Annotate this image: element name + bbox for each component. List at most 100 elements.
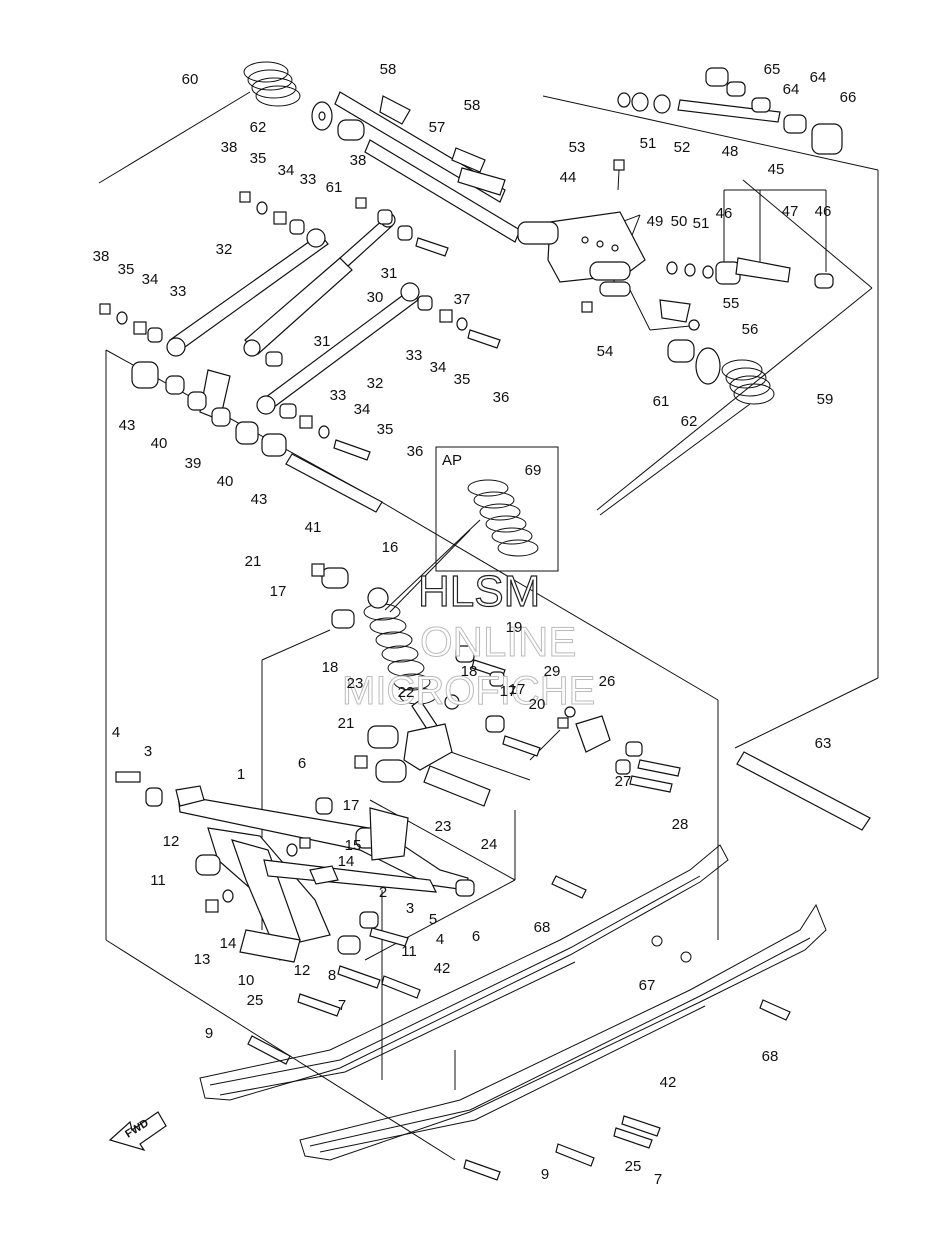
callout-40: 40	[151, 435, 168, 452]
parts-group: FWD	[98, 61, 871, 1181]
callout-1: 1	[237, 766, 245, 783]
callout-33: 33	[300, 171, 317, 188]
swing-arm	[175, 785, 469, 962]
callout-31: 31	[381, 265, 398, 282]
callout-25: 25	[247, 992, 264, 1009]
callout-13: 13	[194, 951, 211, 968]
callout-62: 62	[681, 413, 698, 430]
callout-14: 14	[338, 853, 355, 870]
callout-34: 34	[278, 162, 295, 179]
ap-inset-label: AP	[442, 452, 462, 469]
callout-42: 42	[434, 960, 451, 977]
callout-42: 42	[660, 1074, 677, 1091]
callout-46: 46	[815, 203, 832, 220]
callout-54: 54	[597, 343, 614, 360]
callout-63: 63	[815, 735, 832, 752]
callout-35: 35	[250, 150, 267, 167]
callout-43: 43	[119, 417, 136, 434]
callout-37: 37	[454, 291, 471, 308]
callout-14: 14	[220, 935, 237, 952]
callout-34: 34	[430, 359, 447, 376]
callout-38: 38	[221, 139, 238, 156]
callout-18: 18	[461, 663, 478, 680]
callout-17: 17	[500, 683, 517, 700]
callout-43: 43	[251, 491, 268, 508]
callout-64: 64	[783, 81, 800, 98]
callout-9: 9	[541, 1166, 549, 1183]
callout-68: 68	[762, 1048, 779, 1065]
callout-65: 65	[764, 61, 781, 78]
callout-61: 61	[653, 393, 670, 410]
callout-3: 3	[144, 743, 152, 760]
callout-17: 17	[270, 583, 287, 600]
callout-11: 11	[401, 943, 417, 960]
callout-6: 6	[298, 755, 306, 772]
callout-45: 45	[768, 161, 785, 178]
callout-58: 58	[380, 61, 397, 78]
callout-49: 49	[647, 213, 664, 230]
callout-57: 57	[429, 119, 446, 136]
callout-3: 3	[406, 900, 414, 917]
watermark-line-3: MICROFICHE	[342, 669, 595, 713]
callout-20: 20	[529, 696, 546, 713]
frame-lines	[105, 95, 879, 1161]
callout-38: 38	[350, 152, 367, 169]
callout-27: 27	[615, 773, 632, 790]
callout-9: 9	[205, 1025, 213, 1042]
callout-17: 17	[343, 797, 360, 814]
callout-36: 36	[493, 389, 510, 406]
callout-21: 21	[338, 715, 355, 732]
callout-52: 52	[674, 139, 691, 156]
callout-53: 53	[569, 139, 586, 156]
callout-34: 34	[142, 271, 159, 288]
callout-64: 64	[810, 69, 827, 86]
callout-61: 61	[326, 179, 343, 196]
callout-25: 25	[625, 1158, 642, 1175]
callout-10: 10	[238, 972, 255, 989]
callout-7: 7	[338, 997, 346, 1014]
callout-5: 5	[429, 911, 437, 928]
callout-22: 22	[398, 684, 415, 701]
ap-inset-box: AP	[435, 446, 559, 572]
callout-7: 7	[654, 1171, 662, 1188]
callout-66: 66	[840, 89, 857, 106]
callout-19: 19	[506, 619, 523, 636]
callout-18: 18	[322, 659, 339, 676]
callout-41: 41	[305, 519, 322, 536]
callout-39: 39	[185, 455, 202, 472]
callout-33: 33	[170, 283, 187, 300]
callout-26: 26	[599, 673, 616, 690]
callout-34: 34	[354, 401, 371, 418]
torsion-spring-left	[98, 61, 301, 184]
callout-29: 29	[544, 663, 561, 680]
callout-51: 51	[640, 135, 657, 152]
callout-47: 47	[782, 203, 799, 220]
callout-58: 58	[464, 97, 481, 114]
callout-23: 23	[435, 818, 452, 835]
callout-56: 56	[742, 321, 759, 338]
callout-48: 48	[722, 143, 739, 160]
callout-50: 50	[671, 213, 688, 230]
callout-36: 36	[407, 443, 424, 460]
callout-8: 8	[328, 967, 336, 984]
callout-68: 68	[534, 919, 551, 936]
callout-12: 12	[163, 833, 180, 850]
callout-38: 38	[93, 248, 110, 265]
callout-51: 51	[693, 215, 710, 232]
callout-44: 44	[560, 169, 577, 186]
callout-2: 2	[379, 884, 387, 901]
callout-16: 16	[382, 539, 399, 556]
watermark-line-2: ONLINE	[420, 618, 576, 665]
callout-40: 40	[217, 473, 234, 490]
slide-rails	[199, 844, 827, 1161]
callout-55: 55	[723, 295, 740, 312]
callout-33: 33	[406, 347, 423, 364]
callout-32: 32	[216, 241, 233, 258]
callout-28: 28	[672, 816, 689, 833]
callout-15: 15	[345, 837, 362, 854]
callout-17: 17	[509, 681, 526, 698]
callout-24: 24	[481, 836, 498, 853]
callout-21: 21	[245, 553, 262, 570]
